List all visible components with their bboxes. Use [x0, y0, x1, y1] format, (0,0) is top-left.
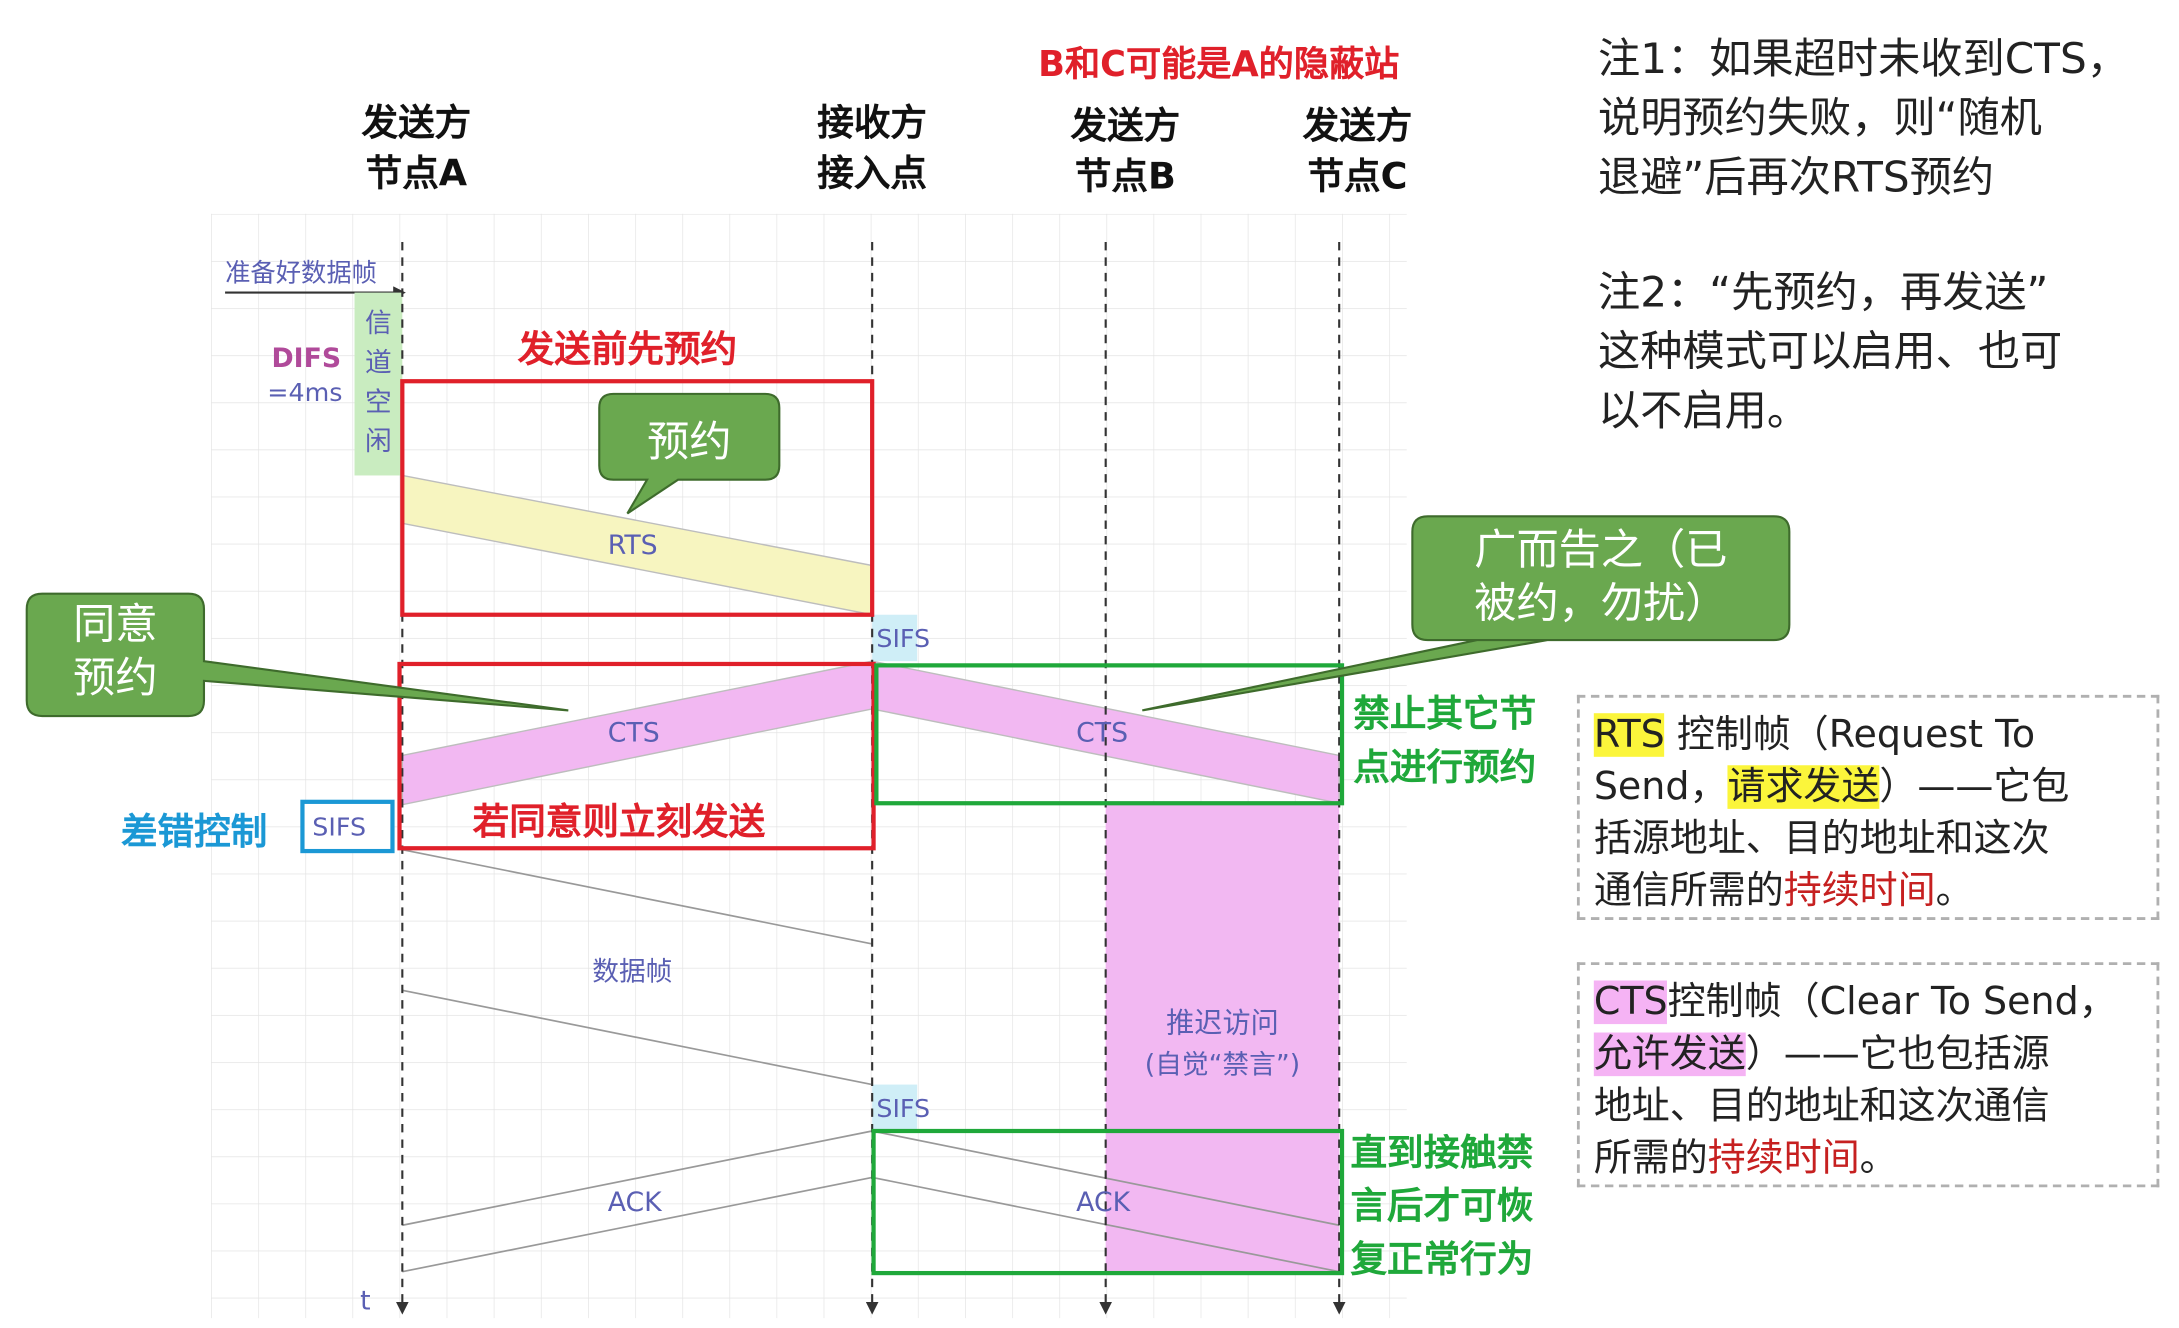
data-frame-line-bottom — [402, 989, 873, 1086]
cts-highlight: CTS — [1593, 980, 1668, 1025]
until-line3: 复正常行为 — [1350, 1239, 1534, 1282]
rts-text-4a: 通信所需的 — [1593, 869, 1784, 913]
cts-text-3: 地址、目的地址和这次通信 — [1593, 1084, 2050, 1129]
hidden-station-note: B和C可能是A的隐蔽站 — [1038, 43, 1400, 85]
broadcast-callout-line1: 广而告之（已 — [1474, 526, 1728, 576]
node-b-header: 发送方 节点B — [1041, 101, 1210, 202]
cts-text-4b: 。 — [1859, 1136, 1898, 1181]
ack-line-1 — [402, 1130, 873, 1227]
sifs-box-1 — [872, 614, 918, 662]
note-1-line1: 注1：如果超时未收到CTS， — [1598, 35, 2129, 85]
node-a-name: 节点A — [365, 153, 468, 196]
forbid-annotation: 禁止其它节 点进行预约 — [1353, 688, 1536, 795]
rts-definition-box: RTS 控制帧（Request To Send，请求发送）——它包 括源地址、目… — [1576, 694, 2160, 920]
error-control-annotation: 差错控制 — [120, 811, 268, 854]
difs-value: =4ms — [267, 378, 343, 408]
node-a-role: 发送方 — [361, 102, 472, 145]
note-2-line2: 这种模式可以启用、也可 — [1598, 327, 2063, 378]
rts-text-3: 括源地址、目的地址和这次 — [1593, 817, 2050, 861]
node-b-name: 节点B — [1074, 156, 1176, 199]
defer-region — [1105, 801, 1340, 1274]
node-c-role: 发送方 — [1302, 105, 1413, 148]
sifs-label-a: SIFS — [312, 813, 367, 843]
data-frame-label: 数据帧 — [592, 956, 673, 988]
agree-callout-shape — [25, 592, 569, 718]
cts-label-a: CTS — [607, 717, 660, 749]
cts-definition-box: CTS控制帧（Clear To Send， 允许发送）——它也包括源 地址、目的… — [1576, 962, 2160, 1188]
rts-text-4b: 。 — [1935, 869, 1974, 913]
forbid-line2: 点进行预约 — [1353, 746, 1537, 790]
until-line1: 直到接触禁 — [1350, 1132, 1534, 1175]
time-axis-label: t — [360, 1285, 371, 1317]
until-green-box — [871, 1128, 1345, 1276]
ack-label-bc: ACK — [1076, 1187, 1131, 1219]
node-c-name: 节点C — [1307, 156, 1408, 199]
reserve-red-box — [400, 379, 875, 617]
data-frame-line-top — [402, 848, 873, 945]
sifs-label-1: SIFS — [876, 624, 931, 655]
forbid-green-box — [874, 663, 1345, 806]
broadcast-callout-shape — [1142, 515, 1791, 712]
cts-text-4a: 所需的 — [1593, 1136, 1708, 1181]
defer-label-line2: (自觉“禁言”) — [1144, 1049, 1301, 1081]
cts-text-1: 控制帧（Clear To Send， — [1667, 980, 2117, 1025]
forbid-line1: 禁止其它节 — [1353, 693, 1537, 736]
difs-label: DIFS — [271, 343, 342, 375]
rts-duration: 持续时间 — [1783, 869, 1936, 913]
channel-idle-char: 信 — [365, 308, 392, 340]
sifs-label-2: SIFS — [876, 1094, 931, 1124]
until-line2: 言后才可恢 — [1350, 1185, 1534, 1229]
ready-label: 准备好数据帧 — [225, 258, 378, 289]
defer-label-line1: 推迟访问 — [1166, 1005, 1279, 1040]
agree-callout-line2: 预约 — [73, 654, 158, 704]
note-2-line1: 注2：“先预约，再发送” — [1598, 268, 2049, 318]
rts-text-2a: Send， — [1593, 765, 1728, 809]
ap-name: 接入点 — [817, 153, 928, 196]
agree-callout-line1: 同意 — [73, 600, 158, 650]
node-b-role: 发送方 — [1070, 105, 1181, 148]
channel-idle-label: 信 道 空 闲 — [359, 304, 398, 462]
cts-highlight-2: 允许发送 — [1593, 1032, 1746, 1077]
reserve-callout-shape — [598, 392, 781, 515]
ap-role: 接收方 — [817, 102, 928, 145]
error-control-sifs-box — [300, 799, 395, 854]
note-1: 注1：如果超时未收到CTS， 说明预约失败，则“随机 退避”后再次RTS预约 — [1598, 31, 2129, 208]
rts-text-1: 控制帧（Request To — [1664, 713, 2036, 757]
rts-label: RTS — [607, 530, 658, 562]
note-1-line2: 说明预约失败，则“随机 — [1598, 94, 2042, 144]
broadcast-callout-text: 广而告之（已 被约，勿扰） — [1418, 525, 1784, 632]
agree-callout-text: 同意 预约 — [31, 599, 200, 706]
reserve-callout-text: 预约 — [647, 417, 732, 468]
if-agree-annotation: 若同意则立刻发送 — [472, 801, 766, 845]
ack-line-2 — [402, 1176, 873, 1273]
channel-idle-char: 闲 — [365, 426, 392, 458]
node-c-header: 发送方 节点C — [1273, 101, 1442, 202]
broadcast-callout-line2: 被约，勿扰） — [1474, 579, 1728, 629]
channel-idle-char: 空 — [365, 386, 392, 418]
note-1-line3: 退避”后再次RTS预约 — [1598, 153, 1995, 203]
cts-text-2b: ）——它也包括源 — [1745, 1032, 2050, 1077]
until-annotation: 直到接触禁 言后才可恢 复正常行为 — [1350, 1127, 1533, 1287]
agree-red-box — [397, 661, 876, 851]
note-2: 注2：“先预约，再发送” 这种模式可以启用、也可 以不启用。 — [1598, 264, 2062, 441]
cts-duration: 持续时间 — [1707, 1136, 1860, 1181]
reserve-first-annotation: 发送前先预约 — [517, 329, 738, 372]
cts-label-bc: CTS — [1076, 717, 1129, 749]
rts-highlight: RTS — [1593, 713, 1665, 757]
defer-label: 推迟访问 (自觉“禁言”) — [1106, 1002, 1340, 1086]
sifs-box-2 — [872, 1084, 918, 1132]
ack-label-a: ACK — [607, 1187, 662, 1219]
node-a-header: 发送方 节点A — [332, 98, 501, 199]
note-2-line3: 以不启用。 — [1598, 386, 1810, 437]
channel-idle-char: 道 — [365, 347, 392, 379]
rts-highlight-2: 请求发送 — [1727, 765, 1880, 809]
ap-header: 接收方 接入点 — [788, 98, 957, 199]
rts-text-2b: ）——它包 — [1879, 765, 2070, 809]
channel-idle-bar — [354, 292, 403, 476]
